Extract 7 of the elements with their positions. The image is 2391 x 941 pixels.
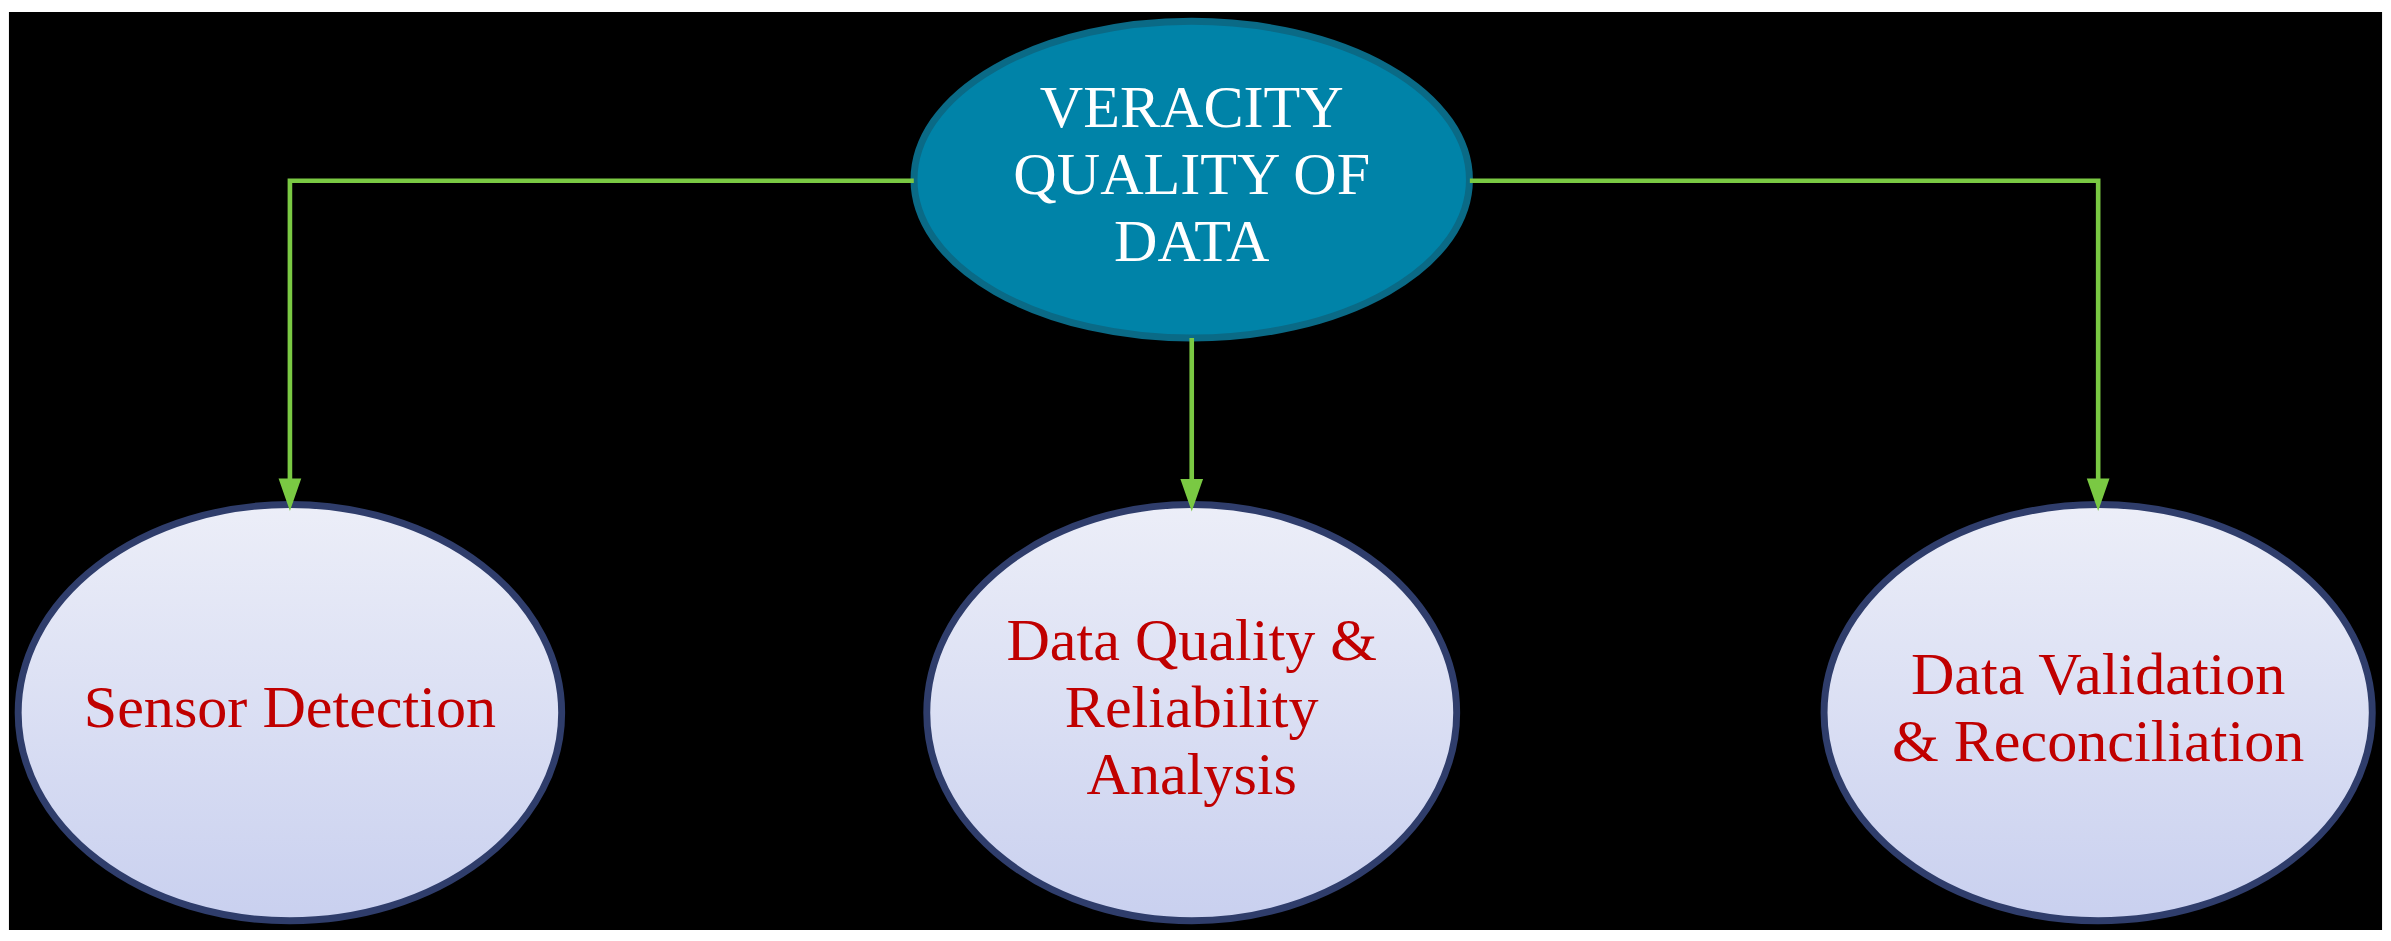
node-ellipse: VERACITY QUALITY OF DATA (910, 17, 1473, 341)
node-ellipse: Sensor Detection (14, 500, 566, 924)
arrow (278, 178, 914, 511)
node-ellipse: Data Validation & Reconciliation (1820, 500, 2376, 924)
node-ellipse: Data Quality & Reliability Analysis (923, 500, 1461, 924)
arrow (1180, 337, 1204, 511)
arrow (1469, 178, 2110, 511)
